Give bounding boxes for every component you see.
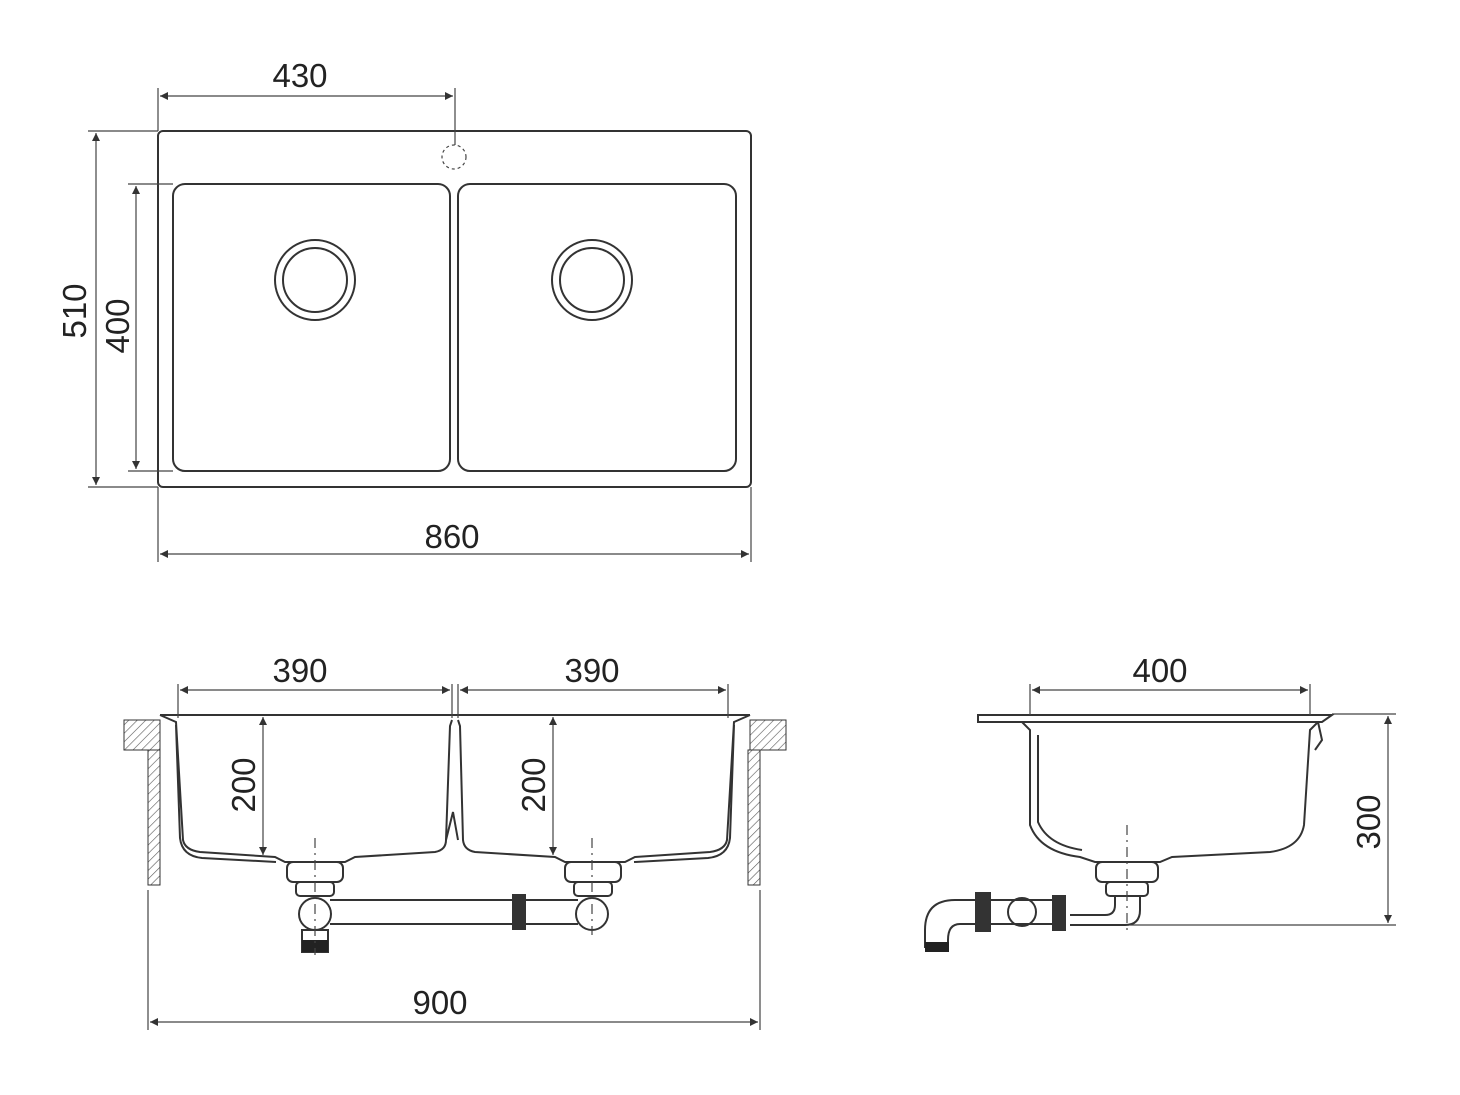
side-bowl-profile bbox=[1021, 721, 1319, 863]
top-view: 430 510 400 860 bbox=[56, 57, 752, 562]
dim-label-bowl-depth: 400 bbox=[99, 298, 136, 353]
dim-label-side-total-height: 300 bbox=[1350, 794, 1387, 849]
dim-label-tap-offset: 430 bbox=[272, 57, 327, 94]
left-bowl-profile bbox=[159, 714, 453, 863]
dim-label-right-bowl-width: 390 bbox=[564, 652, 619, 689]
right-bowl-profile bbox=[457, 714, 751, 863]
left-bowl-outline bbox=[172, 183, 451, 472]
right-countertop bbox=[749, 719, 787, 751]
side-view: 400 300 bbox=[924, 652, 1396, 952]
side-drain-assembly-icon bbox=[1070, 825, 1159, 930]
left-drain-assembly-icon bbox=[286, 838, 344, 955]
dim-label-side-bowl-length: 400 bbox=[1132, 652, 1187, 689]
front-view: 390 390 200 200 900 bbox=[123, 652, 787, 1030]
dim-label-left-bowl-depth: 200 bbox=[225, 757, 262, 812]
dim-label-left-bowl-width: 390 bbox=[272, 652, 327, 689]
dim-label-outer-width: 860 bbox=[424, 518, 479, 555]
right-drain-icon bbox=[551, 239, 633, 321]
dim-label-outer-depth: 510 bbox=[56, 283, 93, 338]
dim-label-right-bowl-depth: 200 bbox=[515, 757, 552, 812]
right-drain-assembly-icon bbox=[564, 838, 622, 935]
side-bowl-rim bbox=[977, 714, 1336, 723]
connecting-pipe-icon bbox=[330, 894, 578, 930]
left-countertop bbox=[123, 719, 161, 751]
dim-label-cabinet-width: 900 bbox=[412, 984, 467, 1021]
left-drain-icon bbox=[274, 239, 356, 321]
siphon-trap-icon bbox=[924, 892, 1066, 952]
right-bowl-outline bbox=[457, 183, 737, 472]
right-cabinet-wall bbox=[747, 749, 761, 886]
tap-hole-icon bbox=[441, 144, 467, 170]
left-cabinet-wall bbox=[147, 749, 161, 886]
